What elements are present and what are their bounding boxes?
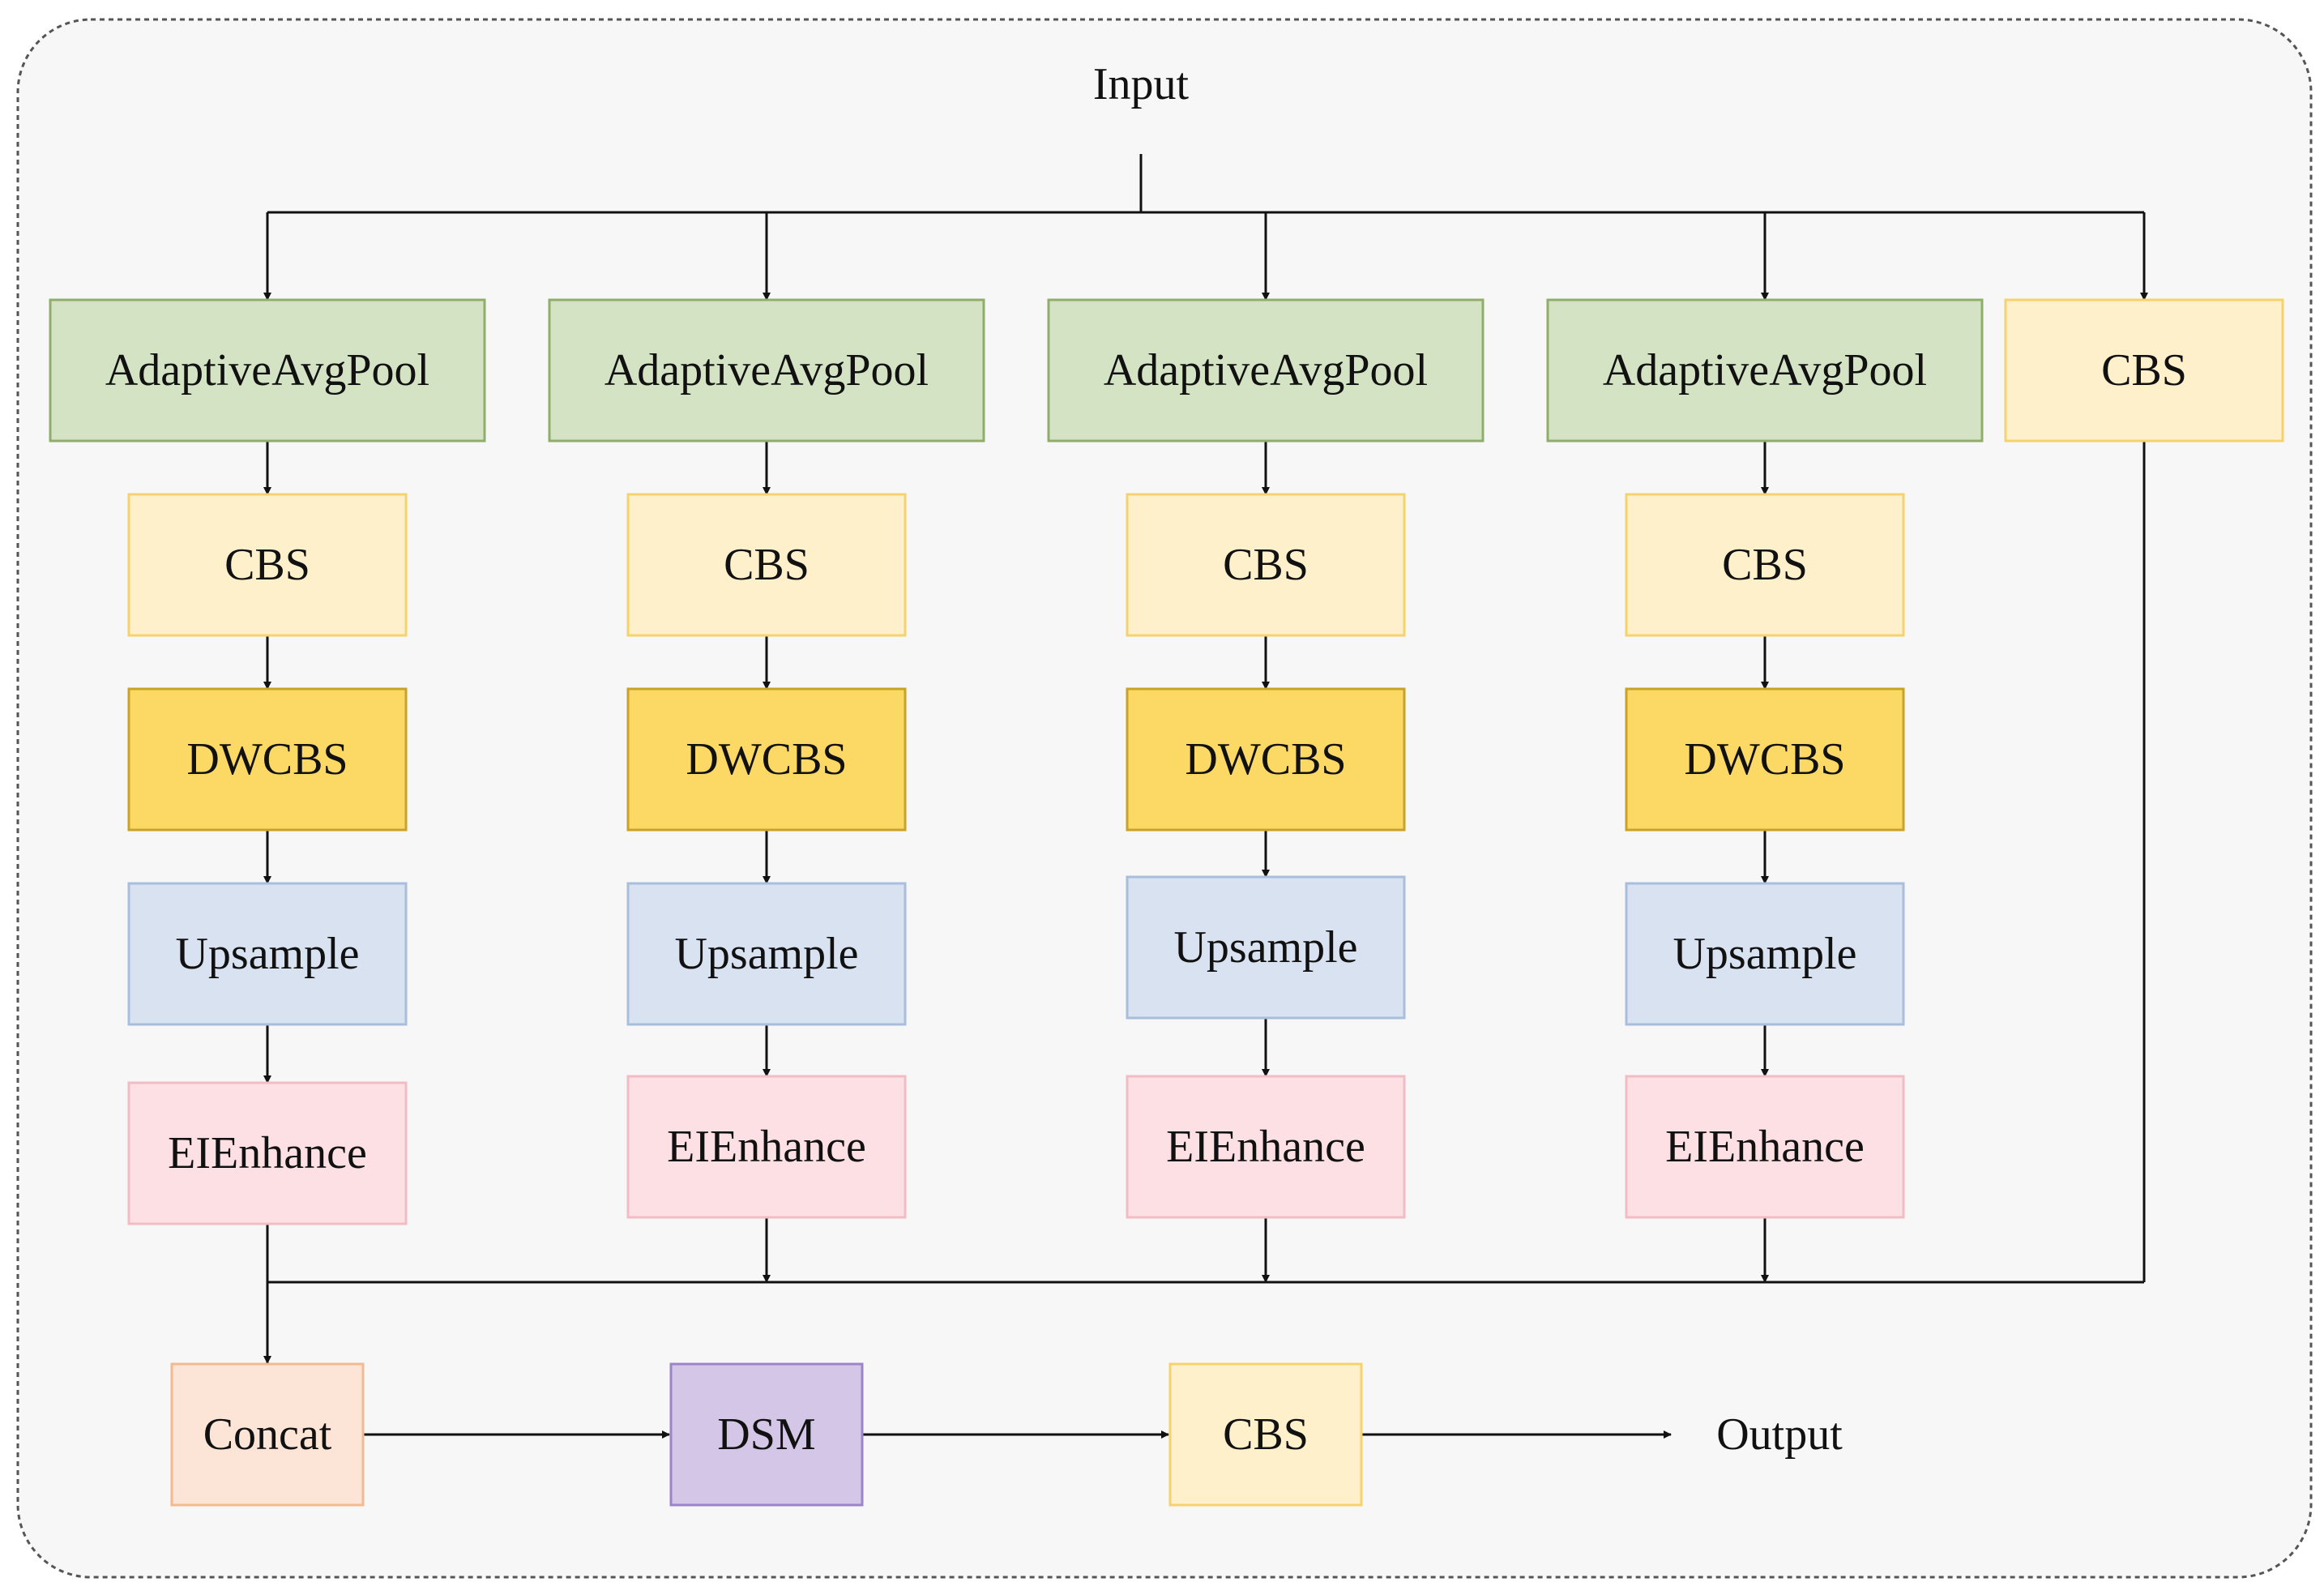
eienhance-3-label: EIEnhance bbox=[1166, 1122, 1365, 1172]
shortcut-cbs-label: CBS bbox=[2101, 345, 2187, 396]
dwcbs-3: DWCBS bbox=[1126, 687, 1406, 832]
adaptive-avg-pool-3: AdaptiveAvgPool bbox=[1047, 298, 1485, 443]
output-cbs-box bbox=[1168, 1362, 1363, 1507]
upsample-4-label: Upsample bbox=[1673, 929, 1856, 979]
output-label: Output bbox=[1716, 1409, 1843, 1460]
cbs-2-label: CBS bbox=[724, 540, 810, 590]
upsample-4-box bbox=[1625, 882, 1905, 1026]
upsample-1-box bbox=[127, 882, 408, 1026]
upsample-2: Upsample bbox=[626, 882, 907, 1026]
eienhance-4: EIEnhance bbox=[1625, 1075, 1905, 1219]
cbs-1-label: CBS bbox=[224, 540, 310, 590]
node-layer: AdaptiveAvgPoolCBSDWCBSUpsampleEIEnhance… bbox=[49, 298, 2284, 1507]
eienhance-3-box bbox=[1126, 1075, 1406, 1219]
dwcbs-4-label: DWCBS bbox=[1684, 734, 1845, 785]
input-label: Input bbox=[1093, 59, 1190, 109]
upsample-3-box bbox=[1126, 875, 1406, 1020]
eienhance-2: EIEnhance bbox=[626, 1075, 907, 1219]
dwcbs-3-label: DWCBS bbox=[1185, 734, 1346, 785]
eienhance-1: EIEnhance bbox=[127, 1081, 408, 1225]
concat-label: Concat bbox=[203, 1409, 332, 1460]
cbs-2-box bbox=[626, 493, 907, 637]
upsample-4: Upsample bbox=[1625, 882, 1905, 1026]
cbs-4-label: CBS bbox=[1722, 540, 1808, 590]
eienhance-1-box bbox=[127, 1081, 408, 1225]
adaptive-avg-pool-1: AdaptiveAvgPool bbox=[49, 298, 486, 443]
cbs-1-box bbox=[127, 493, 408, 637]
output-cbs: CBS bbox=[1168, 1362, 1363, 1507]
dwcbs-1: DWCBS bbox=[127, 687, 408, 832]
shortcut-cbs-box bbox=[2004, 298, 2284, 443]
upsample-1-label: Upsample bbox=[175, 929, 359, 979]
adaptive-avg-pool-2-box bbox=[548, 298, 985, 443]
dsm-label: DSM bbox=[717, 1409, 815, 1460]
dwcbs-2: DWCBS bbox=[626, 687, 907, 832]
eienhance-2-box bbox=[626, 1075, 907, 1219]
dsm-box bbox=[669, 1362, 864, 1507]
dwcbs-4-box bbox=[1625, 687, 1905, 832]
dwcbs-2-label: DWCBS bbox=[686, 734, 847, 785]
cbs-3-box bbox=[1126, 493, 1406, 637]
adaptive-avg-pool-4-box bbox=[1546, 298, 1984, 443]
cbs-3-label: CBS bbox=[1223, 540, 1309, 590]
adaptive-avg-pool-3-label: AdaptiveAvgPool bbox=[1104, 345, 1428, 396]
cbs-1: CBS bbox=[127, 493, 408, 637]
upsample-2-box bbox=[626, 882, 907, 1026]
eienhance-3: EIEnhance bbox=[1126, 1075, 1406, 1219]
cbs-4: CBS bbox=[1625, 493, 1905, 637]
upsample-3-label: Upsample bbox=[1173, 922, 1357, 973]
adaptive-avg-pool-2: AdaptiveAvgPool bbox=[548, 298, 985, 443]
eienhance-2-label: EIEnhance bbox=[667, 1122, 866, 1172]
dsm: DSM bbox=[669, 1362, 864, 1507]
adaptive-avg-pool-2-label: AdaptiveAvgPool bbox=[604, 345, 929, 396]
shortcut-cbs: CBS bbox=[2004, 298, 2284, 443]
eienhance-4-label: EIEnhance bbox=[1665, 1122, 1865, 1172]
dwcbs-2-box bbox=[626, 687, 907, 832]
adaptive-avg-pool-3-box bbox=[1047, 298, 1485, 443]
adaptive-avg-pool-4: AdaptiveAvgPool bbox=[1546, 298, 1984, 443]
dwcbs-3-box bbox=[1126, 687, 1406, 832]
output-cbs-label: CBS bbox=[1223, 1409, 1309, 1460]
concat-box bbox=[170, 1362, 365, 1507]
cbs-2: CBS bbox=[626, 493, 907, 637]
dwcbs-1-label: DWCBS bbox=[186, 734, 348, 785]
concat: Concat bbox=[170, 1362, 365, 1507]
adaptive-avg-pool-4-label: AdaptiveAvgPool bbox=[1603, 345, 1927, 396]
eienhance-1-label: EIEnhance bbox=[168, 1128, 367, 1178]
upsample-3: Upsample bbox=[1126, 875, 1406, 1020]
cbs-3: CBS bbox=[1126, 493, 1406, 637]
adaptive-avg-pool-1-label: AdaptiveAvgPool bbox=[105, 345, 429, 396]
upsample-2-label: Upsample bbox=[674, 929, 858, 979]
adaptive-avg-pool-1-box bbox=[49, 298, 486, 443]
upsample-1: Upsample bbox=[127, 882, 408, 1026]
eienhance-4-box bbox=[1625, 1075, 1905, 1219]
cbs-4-box bbox=[1625, 493, 1905, 637]
connector-lines bbox=[263, 154, 2148, 1439]
dwcbs-1-box bbox=[127, 687, 408, 832]
dwcbs-4: DWCBS bbox=[1625, 687, 1905, 832]
